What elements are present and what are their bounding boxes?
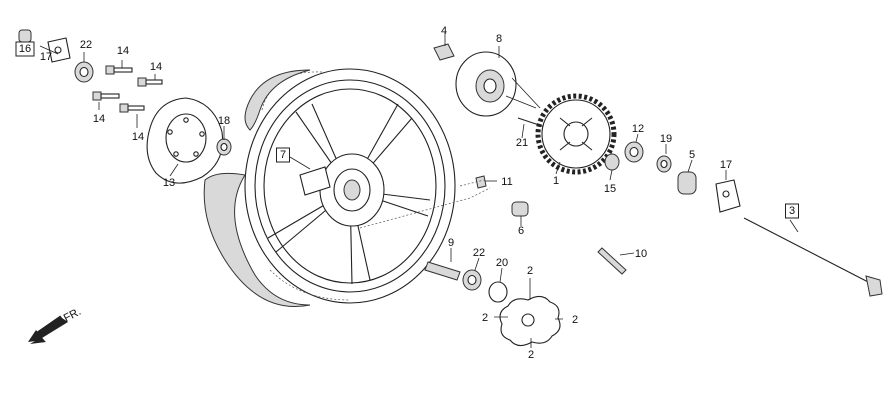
callout-c9: 9	[448, 237, 454, 249]
collar-6	[511, 201, 529, 217]
callout-c17a: 17	[40, 51, 52, 63]
callout-c7: 7	[280, 149, 286, 161]
callout-c14b: 14	[150, 61, 162, 73]
callout-c21: 21	[516, 137, 528, 149]
collar-5	[677, 171, 697, 195]
bearing-15	[604, 153, 620, 171]
callout-c5: 5	[689, 149, 695, 161]
o-ring-20	[488, 281, 508, 303]
callout-c19: 19	[660, 133, 672, 145]
nut-16	[18, 29, 32, 43]
callout-c3: 3	[789, 205, 795, 217]
callout-c15: 15	[604, 183, 616, 195]
callout-c1: 1	[553, 175, 559, 187]
callout-c2a: 2	[527, 265, 533, 277]
valve-11	[475, 175, 487, 189]
disc-bolts	[92, 65, 163, 113]
tire-section-lower	[203, 172, 311, 307]
callout-c20: 20	[496, 257, 508, 269]
tire-section-upper	[244, 69, 311, 131]
callout-c22b: 22	[473, 247, 485, 259]
balance-weight-10	[597, 247, 627, 275]
callout-c18: 18	[218, 115, 230, 127]
wheel-assembly	[203, 68, 456, 307]
lower-center-parts	[359, 175, 627, 347]
callout-c12: 12	[632, 123, 644, 135]
callout-c16a: 16	[19, 43, 31, 55]
callout-box	[785, 203, 799, 219]
left-collar-parts	[18, 29, 232, 156]
callout-c2d: 2	[528, 349, 534, 361]
callout-c14a: 14	[117, 45, 129, 57]
collar-4	[433, 43, 455, 61]
brake-disc	[146, 97, 224, 184]
arrow-down-left-icon	[28, 315, 68, 344]
callout-c6: 6	[518, 225, 524, 237]
callout-c8: 8	[496, 33, 502, 45]
callout-c2b: 2	[482, 312, 488, 324]
adjuster-17	[47, 37, 71, 63]
callout-c13: 13	[163, 177, 175, 189]
leader-lines	[39, 32, 799, 348]
callout-c10: 10	[635, 248, 647, 260]
sprocket-1	[535, 93, 617, 175]
callout-c17b: 17	[720, 159, 732, 171]
callout-c4: 4	[441, 25, 447, 37]
sprocket-assembly	[433, 43, 617, 175]
callout-box	[276, 147, 290, 163]
callout-c22a: 22	[80, 39, 92, 51]
collar-9	[424, 261, 461, 281]
right-side-parts	[604, 141, 883, 297]
damper-2	[499, 295, 561, 347]
callout-c14d: 14	[132, 131, 144, 143]
callout-c11: 11	[501, 176, 512, 188]
callout-c2c: 2	[572, 314, 578, 326]
direction-label: FR.	[62, 306, 83, 325]
callout-c14c: 14	[93, 113, 105, 125]
axle-3	[743, 217, 873, 285]
callout-box	[15, 41, 35, 57]
